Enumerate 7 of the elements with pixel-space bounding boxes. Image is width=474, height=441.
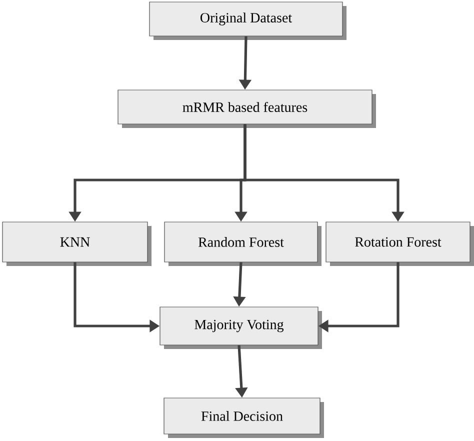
process-box: Rotation Forest — [326, 222, 474, 266]
process-box: mRMR based features — [118, 90, 376, 128]
process-box: KNN — [2, 222, 152, 266]
process-box: Final Decision — [164, 398, 324, 438]
process-box: Majority Voting — [160, 306, 322, 349]
process-box: Original Dataset — [149, 2, 346, 40]
process-box: Random Forest — [164, 222, 322, 266]
